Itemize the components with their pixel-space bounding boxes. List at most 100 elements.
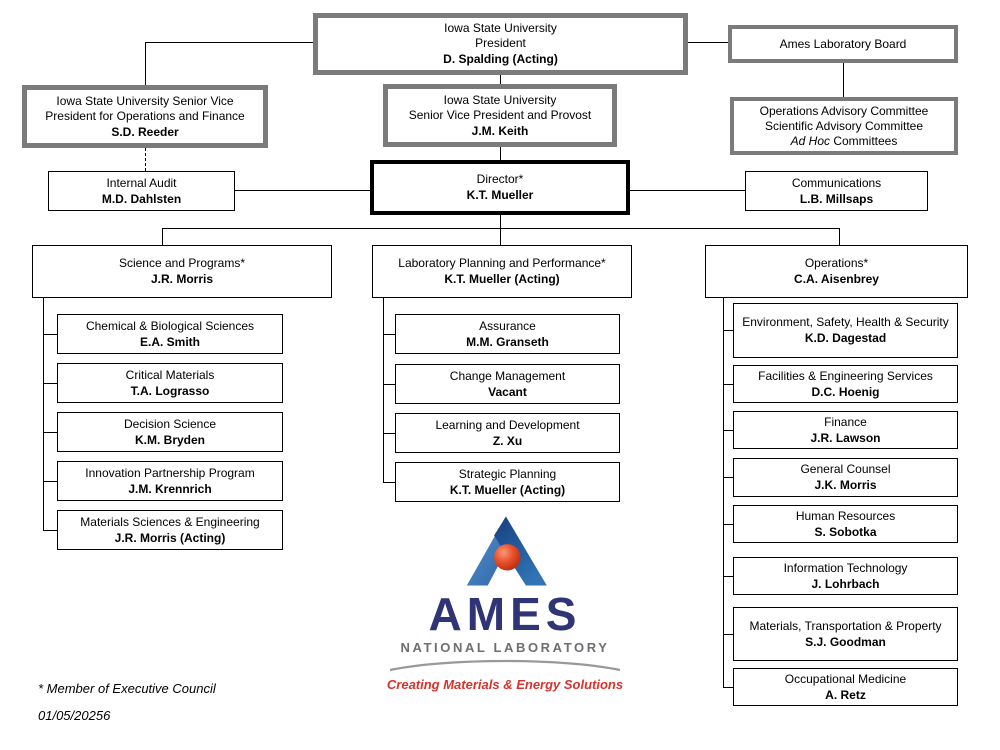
org-box-finance: Finance J.R. Lawson [733, 411, 958, 449]
box-title: Operations Advisory Committee [759, 103, 929, 118]
connector-line [500, 228, 501, 246]
box-title: Assurance [479, 318, 536, 333]
connector-line [723, 687, 733, 688]
org-box-critical-materials: Critical Materials T.A. Lograsso [57, 363, 283, 403]
box-title: Operations* [804, 256, 869, 270]
box-person: S. Sobotka [814, 524, 877, 539]
box-title: Human Resources [795, 508, 896, 523]
box-title: Information Technology [783, 560, 908, 575]
box-person: Z. Xu [492, 433, 523, 448]
italic-text: Ad Hoc [790, 133, 830, 148]
box-title: Communications [791, 175, 882, 190]
box-person: D.C. Hoenig [811, 384, 880, 399]
connector-line [235, 190, 370, 191]
connector-line [500, 75, 501, 84]
box-title: Science and Programs* [118, 256, 246, 270]
org-box-general-counsel: General Counsel J.K. Morris [733, 458, 958, 497]
plain-text: Committees [830, 133, 898, 148]
connector-line [500, 147, 501, 160]
org-box-svp-operations-finance: Iowa State University Senior Vice Presid… [22, 85, 268, 148]
box-title: Director* [476, 172, 524, 186]
org-box-information-technology: Information Technology J. Lohrbach [733, 557, 958, 595]
box-title: Learning and Development [435, 417, 580, 432]
box-title: Facilities & Engineering Services [758, 368, 933, 383]
connector-line [723, 524, 733, 525]
box-person: K.M. Bryden [134, 432, 205, 447]
connector-line [630, 190, 745, 191]
box-title: Senior Vice President and Provost [408, 107, 592, 122]
connector-line [843, 63, 844, 97]
connector-line [723, 384, 733, 385]
ames-a-mark-icon [466, 516, 547, 586]
box-title: President [475, 36, 526, 50]
logo-swoosh-icon [389, 659, 621, 672]
connector-line [162, 228, 163, 246]
connector-line [723, 634, 733, 635]
connector-line [43, 530, 57, 531]
connector-line [145, 42, 313, 43]
org-box-operations: Operations* C.A. Aisenbrey [705, 245, 968, 298]
connector-line [43, 481, 57, 482]
box-person: J.R. Morris (Acting) [114, 530, 226, 545]
org-box-internal-audit: Internal Audit M.D. Dahlsten [48, 171, 235, 211]
org-box-svp-provost: Iowa State University Senior Vice Presid… [383, 84, 617, 147]
org-box-innovation-partnership-program: Innovation Partnership Program J.M. Kren… [57, 461, 283, 501]
connector-line [383, 433, 395, 434]
box-person: J. Lohrbach [811, 576, 880, 591]
box-title: President for Operations and Finance [45, 108, 245, 123]
org-box-president: Iowa State University President D. Spald… [313, 13, 688, 75]
connector-line [723, 430, 733, 431]
org-box-materials-transportation-property: Materials, Transportation & Property S.J… [733, 607, 958, 661]
logo-tagline: Creating Materials & Energy Solutions [386, 677, 624, 692]
connector-line [145, 42, 146, 85]
org-box-ames-laboratory-board: Ames Laboratory Board [728, 25, 958, 63]
box-title: Chemical & Biological Sciences [85, 318, 255, 333]
org-box-environment-safety-health-security: Environment, Safety, Health & Security K… [733, 303, 958, 358]
box-person: E.A. Smith [139, 334, 200, 349]
box-title: Iowa State University Senior Vice [56, 93, 234, 108]
box-person: S.D. Reeder [111, 124, 179, 139]
connector-line [43, 298, 44, 530]
box-title: Environment, Safety, Health & Security [742, 315, 949, 329]
logo-wordmark: AMES [428, 588, 582, 640]
connector-line [383, 384, 395, 385]
org-box-learning-and-development: Learning and Development Z. Xu [395, 413, 620, 453]
date-stamp: 01/05/20256 [38, 708, 111, 723]
connector-line [43, 334, 57, 335]
box-person: K.D. Dagestad [804, 331, 887, 345]
box-person: K.T. Mueller (Acting) [444, 272, 560, 286]
org-box-communications: Communications L.B. Millsaps [745, 171, 928, 211]
box-person: J.R. Morris [150, 272, 213, 286]
executive-council-footnote: * Member of Executive Council [38, 681, 216, 696]
connector-line [723, 576, 733, 577]
org-box-director: Director* K.T. Mueller [370, 160, 630, 215]
box-title: Materials Sciences & Engineering [80, 514, 260, 529]
box-title: Ad Hoc Committees [791, 134, 898, 149]
box-person: S.J. Goodman [805, 634, 886, 649]
org-box-facilities-engineering-services: Facilities & Engineering Services D.C. H… [733, 365, 958, 403]
org-box-assurance: Assurance M.M. Granseth [395, 314, 620, 354]
box-title: Scientific Advisory Committee [764, 118, 924, 133]
box-title: Decision Science [123, 416, 217, 431]
org-box-advisory-committees: Operations Advisory Committee Scientific… [730, 97, 958, 155]
ames-logo: AMES NATIONAL LABORATORY Creating Materi… [381, 512, 629, 692]
connector-line [43, 383, 57, 384]
box-title: Iowa State University [443, 92, 557, 107]
connector-line [723, 477, 733, 478]
connector-line [839, 228, 840, 246]
connector-line [500, 215, 501, 228]
connector-line [723, 330, 733, 331]
box-person: D. Spalding (Acting) [443, 52, 558, 66]
org-box-laboratory-planning-performance: Laboratory Planning and Performance* K.T… [372, 245, 632, 298]
org-box-science-and-programs: Science and Programs* J.R. Morris [32, 245, 332, 298]
box-person: Vacant [488, 384, 527, 399]
connector-line [43, 432, 57, 433]
connector-line [723, 298, 724, 687]
org-box-materials-sciences-engineering: Materials Sciences & Engineering J.R. Mo… [57, 510, 283, 550]
org-box-human-resources: Human Resources S. Sobotka [733, 505, 958, 543]
connector-line [383, 482, 395, 483]
connector-line [383, 298, 384, 482]
box-title: General Counsel [800, 462, 891, 476]
box-person: J.K. Morris [814, 478, 877, 492]
